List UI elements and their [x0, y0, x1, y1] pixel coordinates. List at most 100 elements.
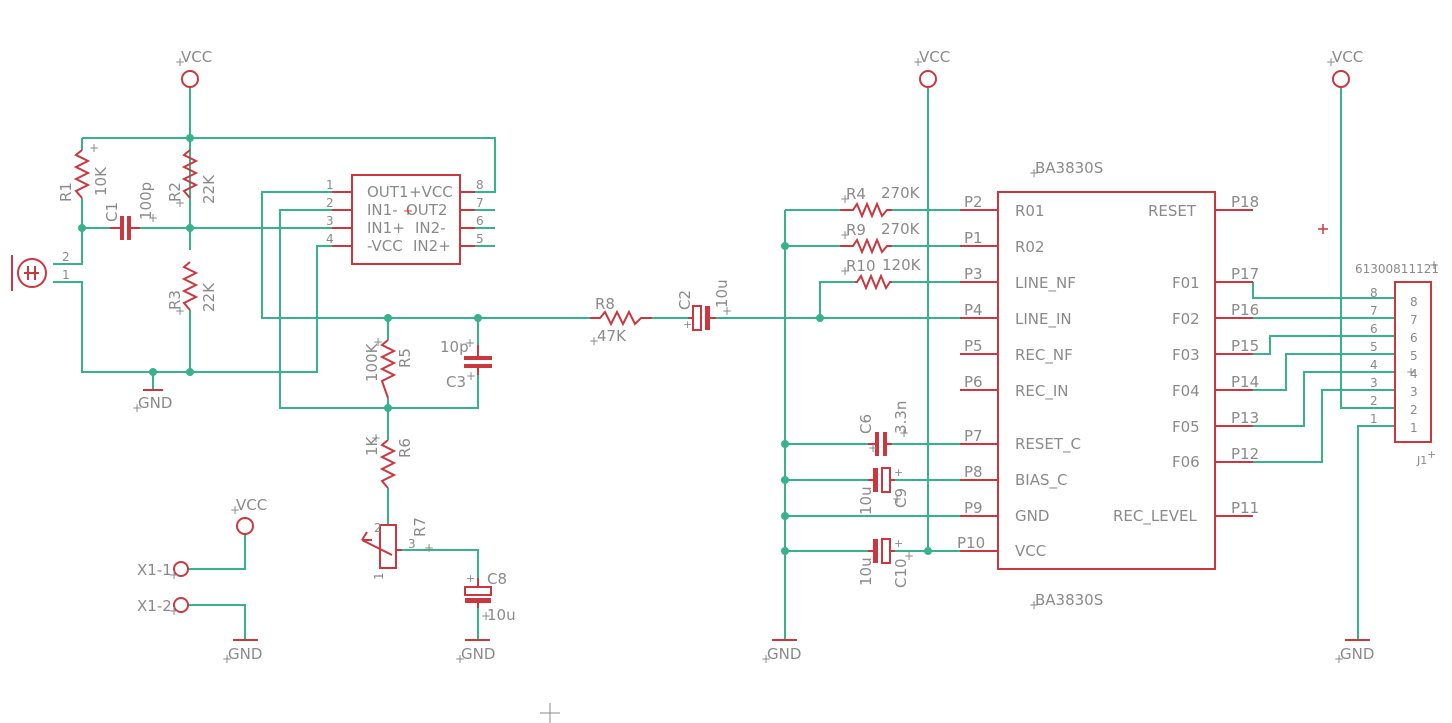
svg-text:F01: F01	[1172, 274, 1200, 292]
svg-text:-VCC: -VCC	[367, 237, 403, 255]
svg-text:8: 8	[1410, 295, 1418, 309]
svg-text:22K: 22K	[200, 174, 218, 204]
svg-text:22K: 22K	[200, 282, 218, 312]
svg-text:P18: P18	[1231, 193, 1259, 211]
svg-text:VCC: VCC	[1332, 48, 1363, 66]
svg-text:10u: 10u	[857, 557, 875, 586]
svg-text:P15: P15	[1231, 337, 1259, 355]
svg-text:P13: P13	[1231, 409, 1259, 427]
gnd-symbol-4: GND +	[761, 639, 801, 666]
svg-text:P3: P3	[964, 265, 983, 283]
svg-text:P10: P10	[957, 534, 985, 552]
svg-text:RESET: RESET	[1148, 202, 1197, 220]
svg-text:C9: C9	[892, 488, 910, 508]
svg-text:+: +	[840, 192, 850, 206]
svg-text:120K: 120K	[882, 256, 922, 274]
svg-text:+: +	[1029, 598, 1039, 612]
svg-text:IN1-: IN1-	[367, 201, 398, 219]
svg-text:P14: P14	[1231, 373, 1259, 391]
svg-text:+: +	[403, 204, 413, 218]
svg-text:R6: R6	[396, 438, 414, 458]
svg-text:47K: 47K	[597, 327, 627, 345]
svg-text:IN2-: IN2-	[415, 219, 446, 237]
svg-text:6: 6	[476, 214, 484, 228]
svg-text:+: +	[868, 441, 878, 455]
svg-text:+: +	[132, 401, 142, 415]
svg-text:C1: C1	[103, 202, 121, 222]
svg-text:C2: C2	[676, 290, 694, 310]
svg-text:R3: R3	[166, 290, 184, 310]
svg-text:F05: F05	[1172, 418, 1200, 436]
capacitor-c6: C6 3.3n + +	[857, 401, 910, 456]
svg-text:GND: GND	[1015, 507, 1049, 525]
resistor-r8: R8 47K +	[589, 295, 652, 348]
origin-marker	[1318, 224, 1328, 234]
svg-text:REC_NF: REC_NF	[1015, 346, 1073, 365]
svg-text:F06: F06	[1172, 453, 1200, 471]
svg-text:1: 1	[1370, 412, 1378, 426]
resistor-r6: R6 1K +	[363, 428, 414, 489]
svg-text:270K: 270K	[881, 184, 921, 202]
svg-text:VCC: VCC	[236, 496, 267, 514]
svg-text:GND: GND	[1340, 645, 1374, 663]
svg-text:C6: C6	[857, 414, 875, 434]
svg-text:+: +	[892, 492, 902, 506]
svg-text:10p: 10p	[440, 338, 469, 356]
capacitor-c2: C2 10u + +	[676, 279, 732, 331]
vcc-symbol-1: VCC +	[175, 48, 212, 88]
svg-text:VCC: VCC	[1015, 542, 1046, 560]
svg-text:4: 4	[1410, 367, 1418, 381]
svg-text:5: 5	[1370, 340, 1378, 354]
svg-text:2: 2	[374, 521, 382, 535]
svg-text:P5: P5	[964, 337, 983, 355]
svg-text:BA3830S: BA3830S	[1035, 591, 1103, 609]
svg-text:C10: C10	[892, 558, 910, 588]
svg-text:VCC: VCC	[919, 48, 950, 66]
svg-text:1: 1	[372, 572, 386, 580]
ic-left-pins: P2 P1 P3 P4 P5 P6 P7 P8 P9 P10 R01 R02 L…	[957, 193, 1081, 560]
svg-text:R10: R10	[846, 257, 876, 275]
svg-text:+: +	[894, 537, 903, 550]
resistor-r1: R1 10K +	[57, 141, 110, 202]
svg-text:F02: F02	[1172, 310, 1200, 328]
svg-text:P12: P12	[1231, 445, 1259, 463]
svg-text:3: 3	[408, 537, 416, 551]
svg-text:7: 7	[1370, 304, 1378, 318]
svg-text:+: +	[373, 335, 383, 349]
svg-text:P9: P9	[964, 499, 983, 517]
svg-text:2: 2	[1410, 403, 1418, 417]
svg-text:2: 2	[326, 196, 334, 210]
svg-text:P6: P6	[964, 373, 983, 391]
svg-text:P8: P8	[964, 463, 983, 481]
svg-text:+: +	[169, 568, 179, 582]
svg-text:4: 4	[1370, 358, 1378, 372]
svg-text:1: 1	[326, 178, 334, 192]
wires-right	[1252, 88, 1395, 640]
svg-text:100p: 100p	[137, 182, 155, 220]
svg-text:7: 7	[476, 196, 484, 210]
svg-text:10u: 10u	[857, 486, 875, 515]
gnd-symbol-2: GND +	[222, 639, 262, 666]
svg-text:LINE_IN: LINE_IN	[1015, 310, 1072, 329]
svg-text:4: 4	[326, 232, 334, 246]
svg-text:+: +	[1406, 365, 1416, 379]
svg-text:+: +	[1427, 448, 1436, 461]
resistor-r5: R5 100K +	[363, 335, 414, 399]
svg-text:+: +	[1029, 166, 1039, 180]
svg-text:1K: 1K	[363, 435, 381, 456]
svg-text:VCC: VCC	[181, 48, 212, 66]
resistor-r3: R3 22K +	[166, 261, 218, 318]
svg-text:+: +	[899, 426, 909, 440]
svg-text:+: +	[1429, 258, 1439, 272]
svg-text:3: 3	[1370, 376, 1378, 390]
microphone-symbol: 2 1	[11, 250, 70, 291]
svg-text:R8: R8	[595, 295, 615, 313]
svg-text:R2: R2	[166, 182, 184, 202]
potentiometer-r7: 2 3 1 R7 +	[361, 517, 434, 580]
vcc-symbol-3: VCC +	[1326, 48, 1363, 88]
svg-text:+: +	[840, 228, 850, 242]
vcc-symbol-4: VCC +	[230, 496, 267, 535]
svg-text:REC_IN: REC_IN	[1015, 382, 1069, 401]
svg-text:R7: R7	[411, 517, 429, 537]
